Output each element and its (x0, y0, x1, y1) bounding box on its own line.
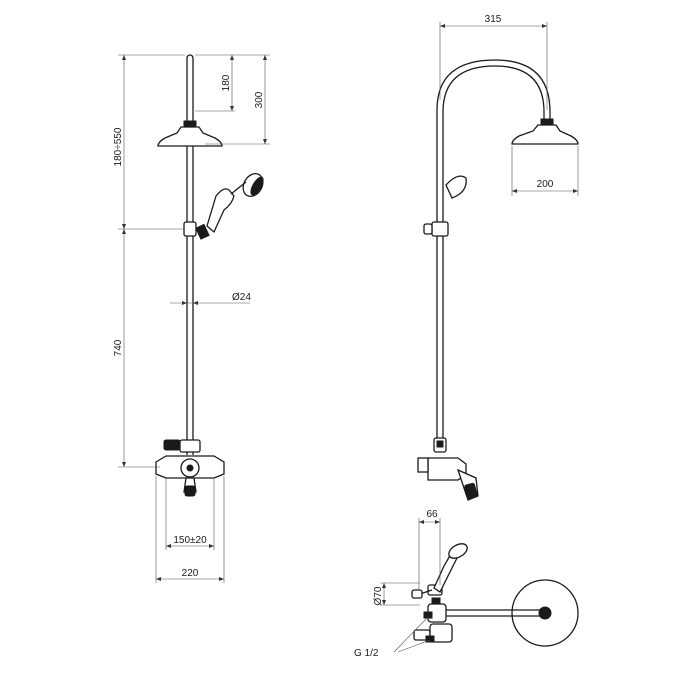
side-shower-nut (540, 118, 554, 126)
dim-150-arrows (166, 544, 214, 548)
top-holder (411, 589, 423, 599)
dim-315-label: 315 (485, 14, 502, 25)
front-handset-handle (206, 188, 235, 234)
g12-leader-upper (393, 616, 429, 653)
g12-leader-lower (397, 639, 431, 653)
front-shower-head (157, 126, 223, 147)
side-mixer-eccentric (417, 457, 429, 473)
dim-220-label: 220 (182, 568, 199, 579)
side-view: 315 200 (417, 14, 579, 501)
dim-200-label: 200 (537, 179, 554, 190)
front-shower-nut (183, 120, 197, 128)
dim-70-arrows (382, 583, 386, 605)
front-diverter-body (179, 439, 201, 453)
side-arm-inner (442, 65, 545, 228)
front-top-rod (186, 54, 194, 126)
side-holder (445, 175, 467, 199)
dim-180-label: 180 (221, 74, 232, 91)
top-mixer-body (429, 623, 453, 643)
front-mixer-handle-tip (184, 485, 196, 497)
dim-180-550-label: 180÷550 (113, 127, 124, 166)
front-view: 180 300 180÷550 740 Ø24 150±20 220 (113, 54, 270, 583)
top-handset-head (448, 543, 468, 559)
front-mixer-center-dot (186, 464, 194, 472)
top-connector-lower (425, 635, 435, 643)
front-diverter-lever (163, 439, 181, 451)
g12-label: G 1/2 (354, 648, 379, 659)
top-riser-nut (431, 597, 441, 605)
side-diverter-mark (436, 440, 444, 448)
front-holder-clip (195, 223, 210, 240)
top-connector-upper (423, 611, 433, 619)
dim-24-arrows (182, 301, 198, 305)
dim-150-label: 150±20 (173, 535, 207, 546)
side-slide-bracket (431, 221, 449, 237)
front-handset-neck (230, 181, 247, 195)
dim-24-label: Ø24 (232, 292, 251, 303)
dim-740-label: 740 (113, 339, 124, 356)
dim-66-label: 66 (426, 509, 438, 520)
front-slide-bracket (183, 221, 197, 237)
side-slide-knob (423, 223, 433, 235)
side-mixer-handle-tip (464, 482, 478, 500)
top-view: 66 Ø70 G 1/2 (354, 509, 579, 659)
dim-66-arrows (419, 520, 440, 524)
dim-300-label: 300 (254, 91, 265, 108)
dim-70-label: Ø70 (373, 586, 384, 605)
top-shower-center (538, 606, 552, 620)
side-shower-head (511, 124, 579, 145)
front-handset-face (250, 176, 264, 196)
